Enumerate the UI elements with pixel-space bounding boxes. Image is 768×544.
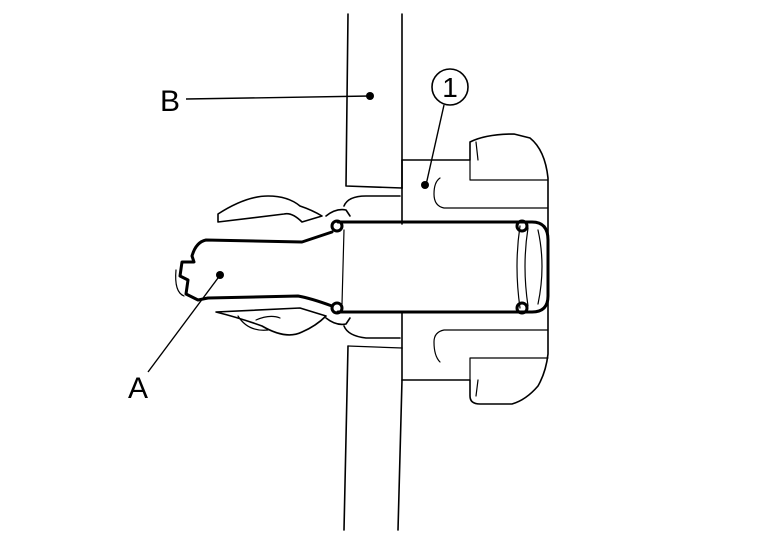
callout-circle-1	[431, 68, 469, 106]
pin-shaft	[330, 219, 550, 315]
label-a-callout: A	[128, 271, 224, 405]
clip-part-1	[401, 133, 549, 405]
leader-dot-b	[366, 92, 374, 100]
panel-b	[343, 13, 403, 531]
label-b: B	[160, 85, 180, 118]
leader-line-a	[147, 277, 219, 373]
leader-line-1	[425, 104, 445, 186]
callout-number-1: 1	[442, 72, 458, 103]
label-a: A	[128, 372, 148, 405]
leader-dot-a	[216, 271, 224, 279]
label-b-callout: B	[160, 85, 374, 118]
leader-dot-1	[421, 181, 429, 189]
leader-line-b	[185, 95, 371, 100]
clip-body-a	[175, 195, 401, 339]
callout-1: 1	[421, 68, 469, 189]
